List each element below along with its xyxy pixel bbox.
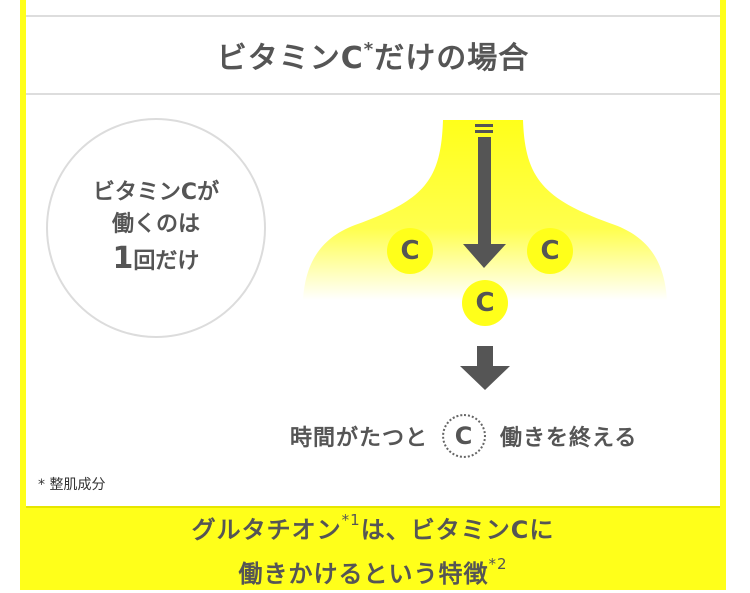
banner-line-1-mark: *1 xyxy=(341,511,361,529)
frame-border-left xyxy=(20,0,26,590)
bottom-banner: グルタチオン*1は、ビタミンCに 働きかけるという特徴*2 xyxy=(26,506,720,590)
heading-footnote-mark: * xyxy=(363,38,375,60)
banner-line-1-text: グルタチオン xyxy=(191,516,342,544)
banner-line-1: グルタチオン*1は、ビタミンCに xyxy=(192,505,555,549)
circle-count: 1 xyxy=(112,240,134,276)
top-divider xyxy=(26,15,720,17)
c-badge-dotted: C xyxy=(442,414,487,458)
caption-before: 時間がたつと xyxy=(290,426,429,451)
info-circle: ビタミンCが 働くのは 1回だけ xyxy=(46,118,266,338)
c-badge-right: C xyxy=(527,228,573,274)
footnote: * 整肌成分 xyxy=(38,477,106,493)
banner-line-2: 働きかけるという特徴*2 xyxy=(238,549,507,593)
heading-divider xyxy=(26,93,720,95)
vitamin-diagram: C C C xyxy=(295,120,675,326)
arrow-shaft xyxy=(478,137,491,247)
c-badge-bottom: C xyxy=(462,280,508,326)
banner-line-1-rest: は、ビタミンCに xyxy=(360,516,555,544)
banner-line-2-mark: *2 xyxy=(488,555,508,573)
circle-line-3: 1回だけ xyxy=(113,241,200,280)
circle-line-1: ビタミンCが xyxy=(92,179,220,205)
circle-count-rest: 回だけ xyxy=(133,248,200,274)
c-badge-left: C xyxy=(387,228,433,274)
heading-title-rest: だけの場合 xyxy=(374,41,530,76)
down-arrow-icon xyxy=(460,346,510,390)
circle-line-2: 働くのは xyxy=(111,211,200,237)
frame-border-right xyxy=(720,0,726,590)
banner-line-2-text: 働きかけるという特徴 xyxy=(238,560,489,588)
arrow-tick-1 xyxy=(475,124,493,127)
arrow-tick-2 xyxy=(475,130,493,133)
section-heading: ビタミンC*だけの場合 xyxy=(26,17,720,93)
heading-title: ビタミンC xyxy=(216,41,364,76)
arrow-head xyxy=(463,244,506,268)
caption-row: 時間がたつと C 働きを終える xyxy=(290,408,637,464)
caption-after: 働きを終える xyxy=(500,426,638,451)
